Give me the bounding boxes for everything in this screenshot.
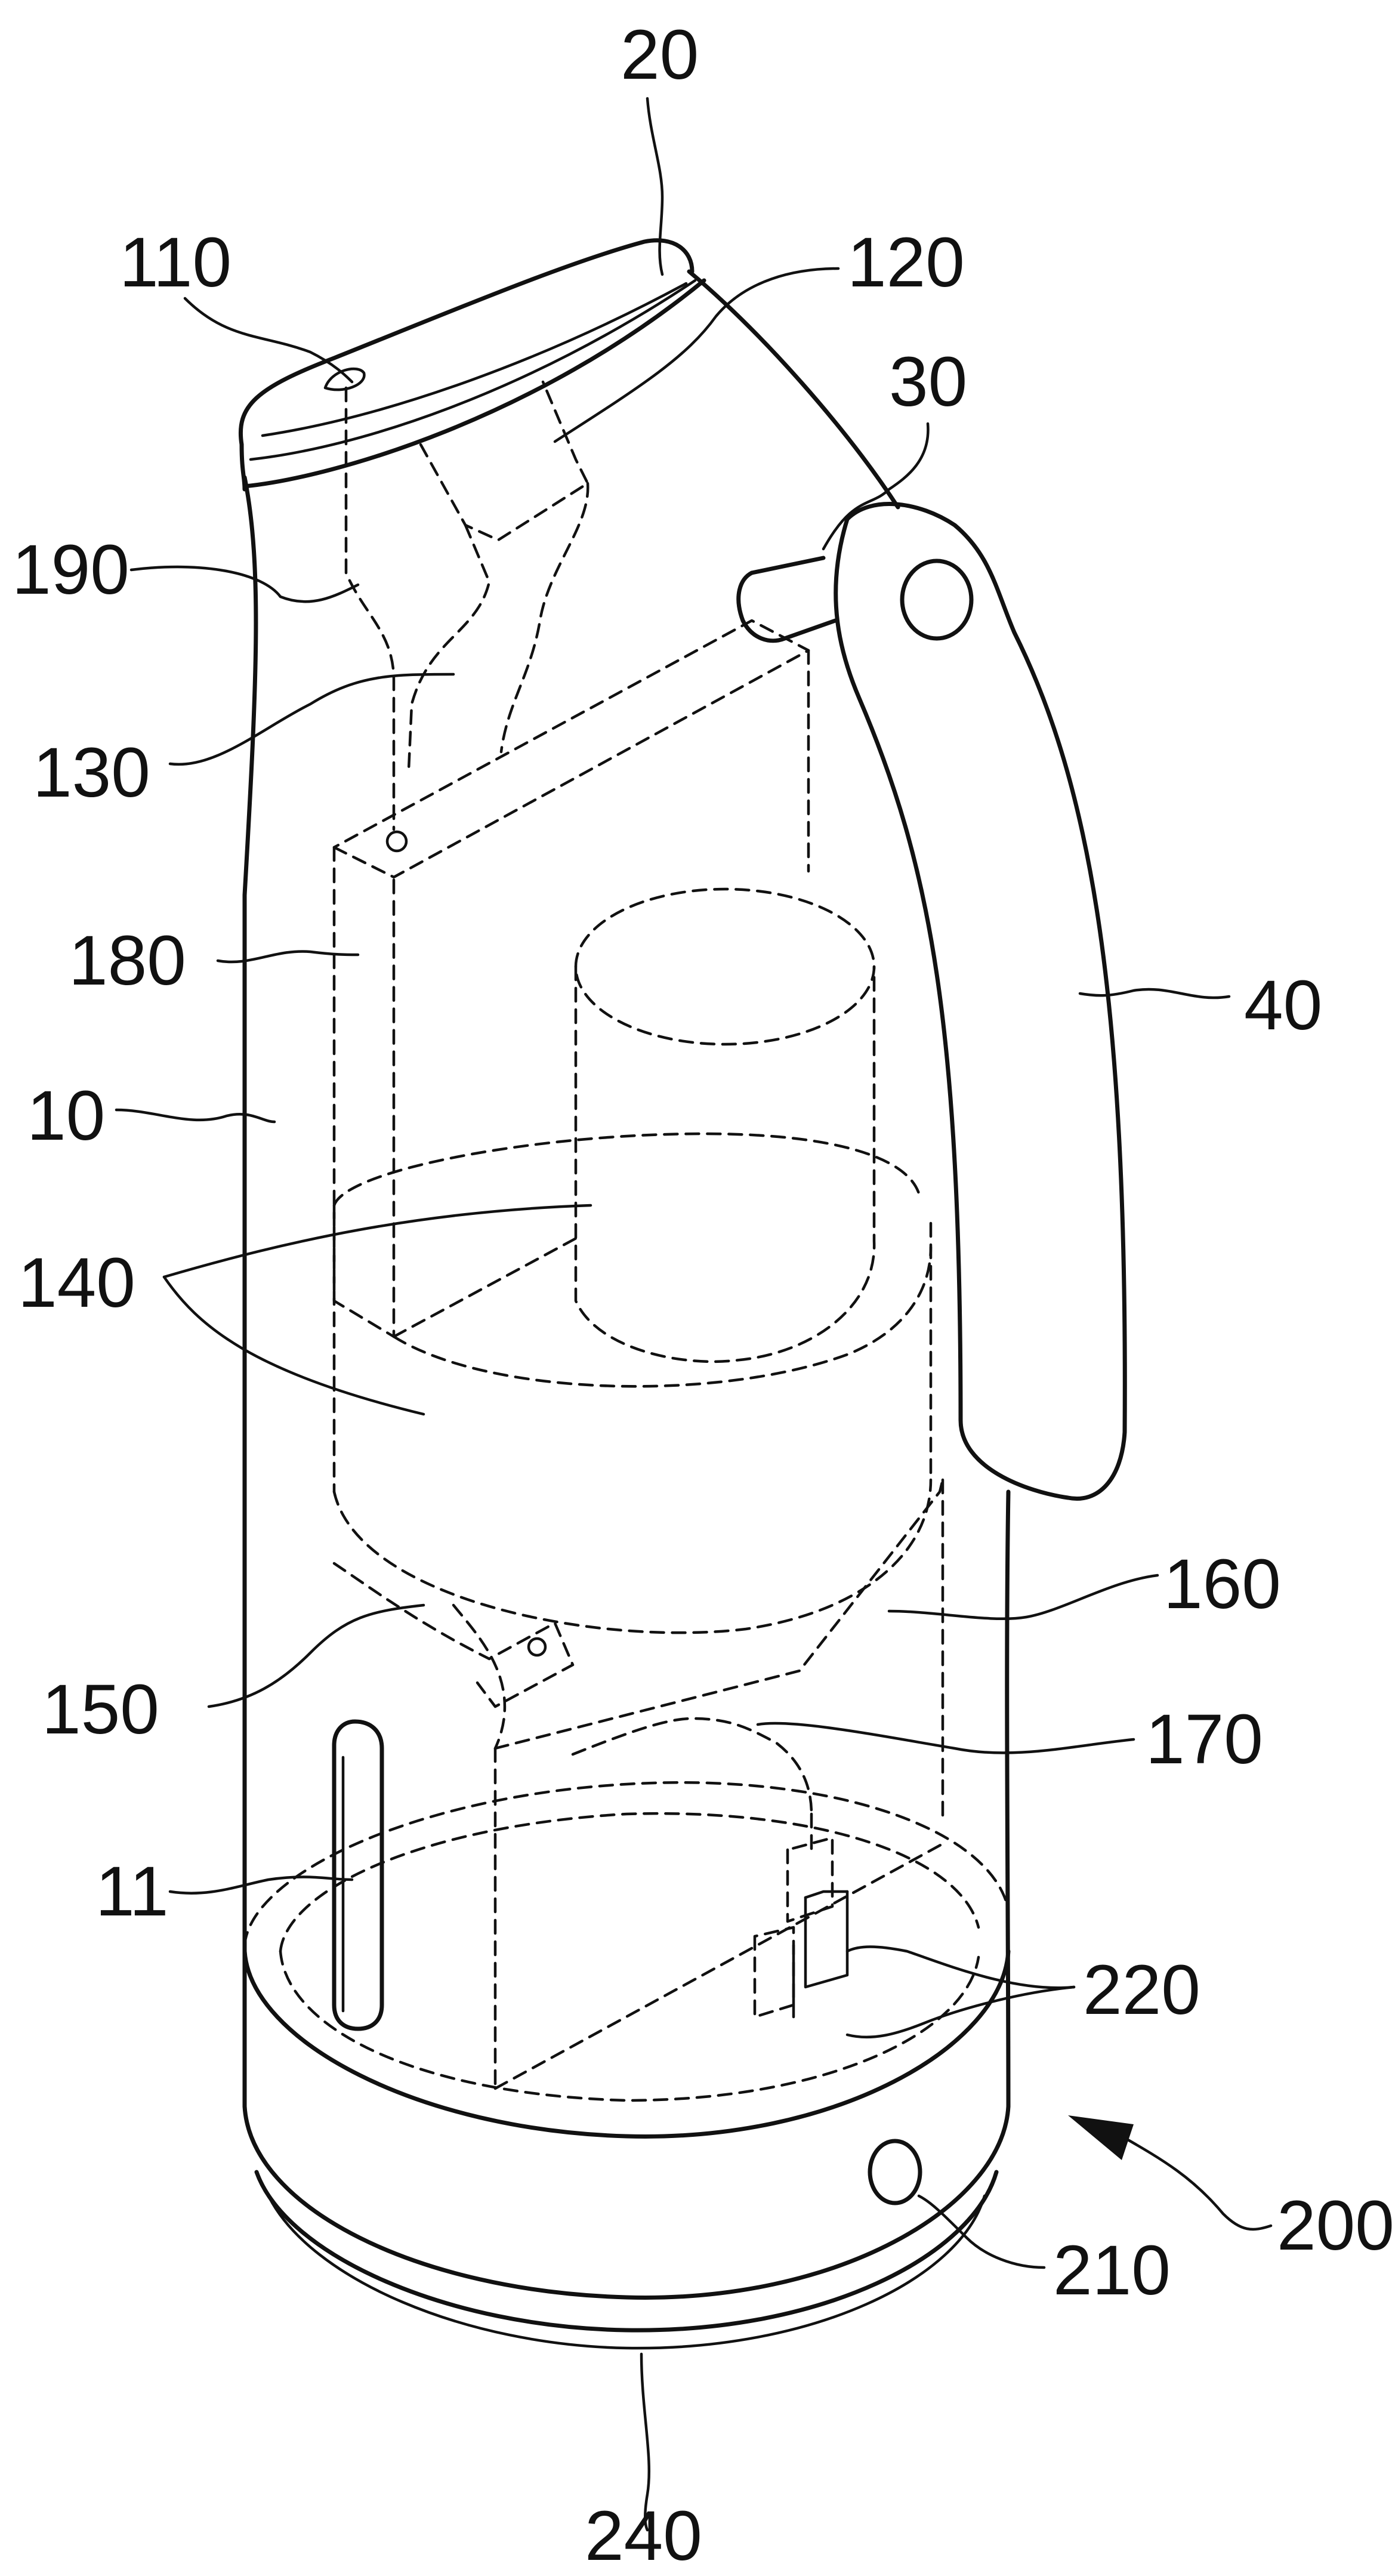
label-220: 220 (1083, 1951, 1200, 2029)
handle (736, 502, 1127, 1501)
label-150: 150 (42, 1670, 159, 1749)
control-board (571, 1717, 813, 1852)
water-tank (332, 887, 933, 1634)
spray-outlet (323, 367, 366, 391)
label-120: 120 (847, 223, 965, 302)
label-130: 130 (33, 733, 150, 812)
label-240: 240 (585, 2497, 702, 2575)
label-160: 160 (1163, 1545, 1281, 1624)
top-cap (242, 278, 706, 489)
label-170: 170 (1146, 1700, 1263, 1779)
water-level-window (332, 1719, 384, 2031)
charging-base (242, 1781, 1011, 2350)
leader-lines (115, 97, 1231, 2532)
label-11: 11 (95, 1852, 169, 1931)
label-10: 10 (27, 1076, 105, 1155)
label-40: 40 (1244, 966, 1322, 1045)
label-190: 190 (12, 530, 129, 609)
pump-box (332, 1478, 945, 2090)
label-140: 140 (18, 1244, 135, 1322)
battery-box (332, 619, 810, 1338)
label-20: 20 (621, 16, 699, 94)
nozzle-pipe (344, 380, 589, 853)
reference-labels: 20 110 120 30 190 130 180 40 10 140 160 … (12, 16, 1392, 2575)
label-110: 110 (119, 223, 232, 302)
label-200: 200 (1277, 2186, 1392, 2265)
label-30: 30 (889, 343, 967, 421)
label-180: 180 (69, 921, 186, 1000)
charging-contacts (753, 1836, 849, 2019)
label-210: 210 (1053, 2231, 1171, 2310)
arrow-200 (1068, 2115, 1273, 2231)
main-body-outline (238, 238, 1011, 2109)
